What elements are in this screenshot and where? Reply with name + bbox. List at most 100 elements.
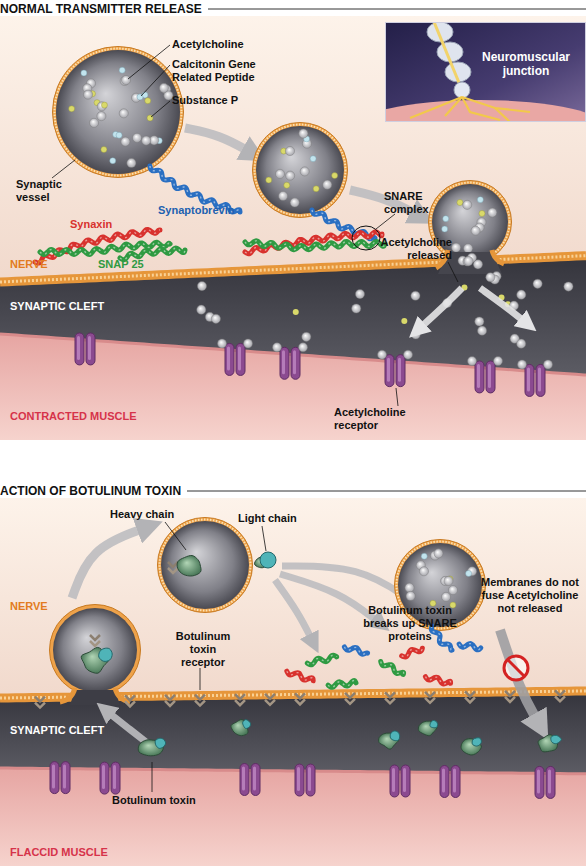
acetylcholine-dot — [411, 291, 420, 300]
receptor-highlight — [527, 367, 530, 391]
snare-fragment-shine — [307, 655, 336, 665]
acetylcholine-receptor — [236, 343, 245, 375]
botulinum-toxin — [461, 739, 481, 755]
toxin-receptor — [165, 695, 175, 700]
receptor-highlight — [442, 769, 445, 793]
toxin-receptor — [35, 697, 45, 702]
acetylcholine-receptor — [535, 766, 544, 798]
acetylcholine-dot — [411, 330, 420, 339]
terminal-branch — [445, 97, 462, 116]
acetylcholine-receptor — [240, 764, 249, 796]
acetylcholine-dot — [300, 167, 309, 176]
acetylcholine-dot — [533, 279, 542, 288]
toxin-receptor — [265, 700, 275, 705]
receptor-highlight — [253, 767, 256, 791]
acetylcholine-dot — [355, 289, 364, 298]
acetylcholine-receptor — [390, 765, 399, 797]
light-chain — [260, 552, 276, 568]
terminal-branch — [410, 97, 462, 118]
leader-line — [396, 388, 398, 406]
cgrp-dot — [110, 158, 116, 164]
acetylcholine-dot — [290, 198, 299, 207]
callout-label: Synaptic vessel — [16, 178, 76, 204]
callout-label: FLACCID MUSCLE — [10, 846, 108, 859]
snare-fragment — [459, 644, 481, 650]
callout-label: NERVE — [10, 258, 48, 271]
bound-acetylcholine — [378, 350, 387, 359]
vesicle-body — [56, 50, 180, 174]
inset-art — [385, 22, 586, 122]
snap25-shine — [120, 248, 185, 260]
receptor-highlight — [477, 364, 480, 388]
vesicle-body — [161, 521, 249, 609]
receptor-highlight — [297, 767, 300, 791]
snare-fragment-shine — [425, 677, 450, 684]
substance-p-dot — [457, 200, 463, 206]
snare-fragment — [328, 681, 356, 688]
leader-line — [151, 101, 170, 117]
acetylcholine-receptor — [100, 762, 109, 794]
inset-frame — [386, 23, 586, 122]
process-arrow — [72, 528, 145, 598]
snap25 — [245, 241, 385, 250]
vesicle-body — [432, 184, 508, 260]
vesicle-lipids — [55, 49, 182, 176]
substance-p-dot — [69, 106, 75, 112]
snare-fragment-shine — [328, 681, 356, 688]
leader-line — [200, 668, 201, 690]
toxin-receptor — [265, 694, 275, 699]
vesicle-body — [53, 608, 137, 692]
acetylcholine-dot — [444, 576, 453, 585]
leader-line — [52, 160, 75, 178]
substance-p-dot — [293, 309, 299, 315]
vesicle-lipids — [160, 520, 251, 611]
snare-fragment-shine — [402, 648, 423, 657]
toxin-receptor — [168, 568, 178, 573]
callout-label: SYNAPTIC CLEFT — [10, 300, 104, 313]
acetylcholine-dot — [405, 583, 414, 592]
snare-fragment-shine — [459, 644, 481, 650]
leader-line — [152, 762, 153, 792]
acetylcholine-receptor — [291, 347, 300, 379]
cgrp-dot — [477, 197, 483, 203]
no-symbol — [504, 656, 528, 680]
endocytic-opening — [70, 690, 120, 705]
toxin-receptor — [345, 699, 355, 704]
toxin-receptor — [425, 698, 435, 703]
callout-label: SYNAPTIC CLEFT — [10, 724, 104, 737]
process-arrow — [280, 574, 378, 622]
toxin-light-chain — [551, 735, 562, 743]
toxin-receptor — [505, 691, 515, 696]
cgrp-dot — [466, 570, 472, 576]
receptor-highlight — [488, 364, 491, 388]
vesicle-lipids — [255, 125, 346, 216]
toxin-receptor — [90, 635, 100, 640]
acetylcholine-receptor — [475, 361, 484, 393]
toxin-receptor — [465, 697, 475, 702]
acetylcholine-dot — [564, 282, 573, 291]
acetylcholine-dot — [473, 260, 482, 269]
acetylcholine-dot — [121, 75, 130, 84]
callout-label: Botulinum toxin — [112, 794, 196, 807]
cgrp-dot — [421, 553, 427, 559]
acetylcholine-dot — [211, 314, 220, 323]
snare-fragment — [425, 677, 450, 684]
acetylcholine-receptor — [225, 343, 234, 375]
callout-label: Light chain — [238, 512, 297, 525]
receptor-highlight — [227, 346, 230, 370]
cleft-region — [0, 691, 586, 774]
panel-heading: ACTION OF BOTULINUM TOXIN — [0, 484, 187, 498]
substance-p-dot — [479, 210, 485, 216]
nerve-terminal — [454, 82, 470, 98]
toxin-light-chain — [430, 720, 438, 727]
botulinum-toxin — [177, 555, 201, 576]
acetylcholine-dot — [352, 304, 361, 313]
callout-label: NERVE — [10, 600, 48, 613]
bound-acetylcholine — [544, 360, 553, 369]
terminal-branch — [495, 108, 510, 122]
fusion-pore-edge — [492, 250, 504, 264]
callout-label: Botulinum toxin receptor — [168, 630, 238, 669]
receptor-highlight — [398, 358, 401, 382]
acetylcholine-receptor — [440, 766, 449, 798]
